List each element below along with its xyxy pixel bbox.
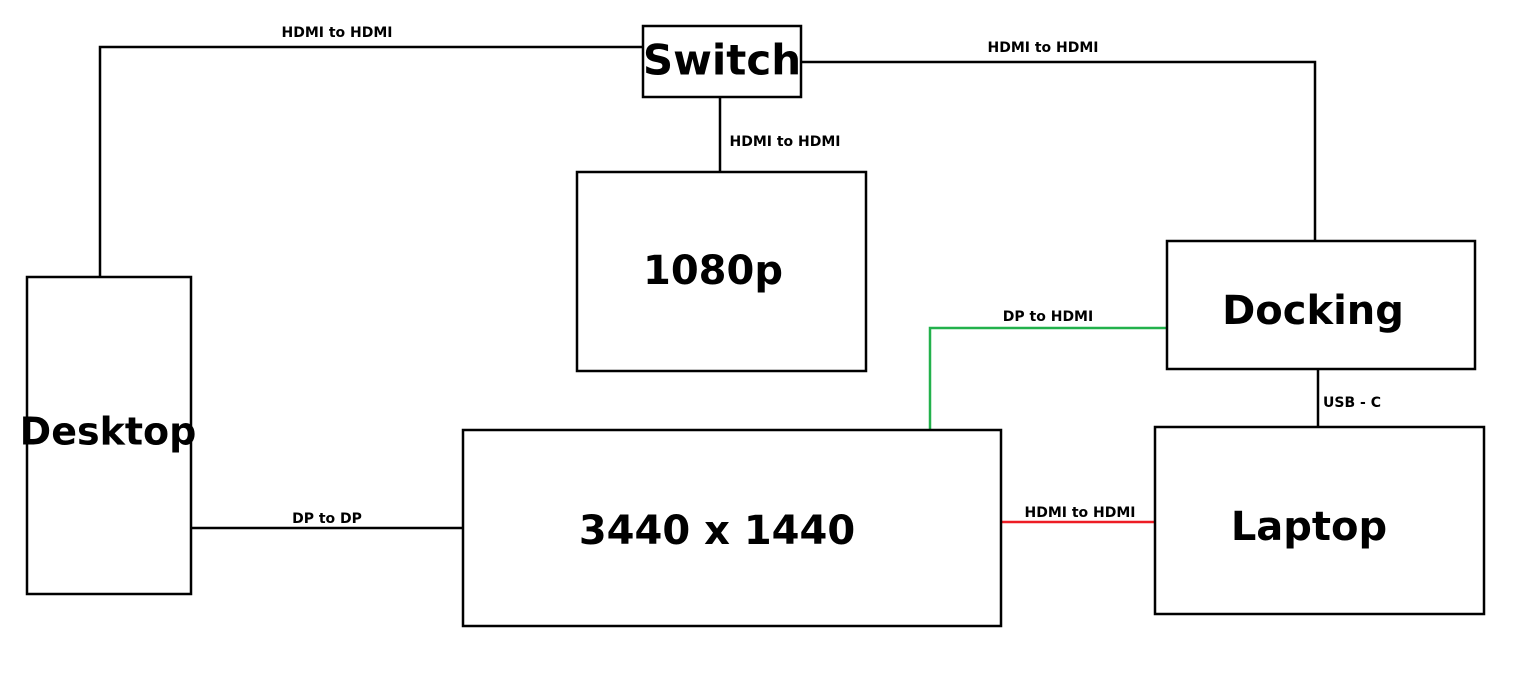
desktop-box (25, 275, 193, 596)
edge-label-switch-1080p: HDMI to HDMI (729, 134, 840, 150)
desktop-label: Desktop (20, 410, 197, 454)
monitor-ultrawide-box (461, 428, 1003, 628)
edge-label-desktop-switch: HDMI to HDMI (281, 25, 392, 41)
docking-box (1165, 239, 1477, 371)
edge-label-docking-ultrawide: DP to HDMI (1003, 309, 1093, 325)
wire-switch-docking (801, 60, 1317, 241)
edge-label-switch-docking: HDMI to HDMI (987, 40, 1098, 56)
laptop-box (1153, 425, 1486, 616)
monitor-1080p-box (575, 170, 868, 373)
edge-label-ultrawide-laptop: HDMI to HDMI (1024, 505, 1135, 521)
wire-desktop-switch (98, 45, 643, 276)
laptop-label: Laptop (1231, 504, 1387, 550)
monitor-1080p-label: 1080p (643, 248, 783, 294)
edge-label-desktop-ultrawide: DP to DP (292, 511, 362, 527)
monitor-ultrawide-label: 3440 x 1440 (579, 508, 855, 554)
edge-label-docking-laptop: USB - C (1323, 395, 1381, 411)
wire-docking-ultrawide (928, 326, 1167, 430)
docking-label: Docking (1222, 288, 1404, 334)
switch-label: Switch (643, 36, 801, 85)
switch-box (641, 24, 803, 99)
